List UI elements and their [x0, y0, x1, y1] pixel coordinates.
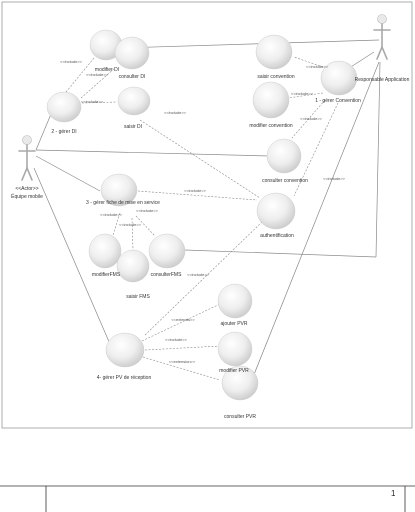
- label-authentification: authentification: [260, 233, 294, 239]
- label-gerer-di: 2 - gérer DI: [51, 129, 76, 135]
- use-case-gerer-convention[interactable]: [320, 60, 358, 96]
- relation-label: <<include>>: [164, 110, 187, 115]
- actor-name-equipe: Équipe mobile: [11, 193, 43, 200]
- relation-label: <<include>>: [187, 272, 210, 277]
- label-gerer-convention: 1 - gérer Convention: [315, 98, 361, 104]
- use-case-gerer-pv[interactable]: [105, 332, 145, 368]
- use-case-consulter-fms[interactable]: [148, 233, 186, 269]
- use-case-saisir-fms[interactable]: [116, 249, 150, 283]
- use-case-modifier-fms[interactable]: [88, 233, 122, 269]
- use-case-consulter-convention[interactable]: [266, 138, 302, 174]
- relation-label: <<extends>>: [171, 317, 195, 322]
- use-case-labels: modifier DI consulter DI 2 - gérer DI sa…: [51, 67, 361, 420]
- use-case-authentification[interactable]: [256, 192, 296, 230]
- footer-table: 1: [0, 485, 415, 512]
- relation-label: <<include>>: [184, 188, 207, 193]
- label-modifier-pvr: modifier PVR: [219, 368, 249, 374]
- label-saisir-di: saisir DI: [124, 124, 142, 130]
- label-consulter-pvr: consulter PVR: [224, 414, 256, 420]
- relation-label: <<include>>: [291, 91, 314, 96]
- label-saisir-convention: saisir convention: [257, 74, 294, 80]
- label-ajouter-pvr: ajouter PVR: [221, 321, 248, 327]
- relation-label: <<include>>: [136, 208, 159, 213]
- use-case-consulter-pvr[interactable]: [221, 365, 259, 401]
- use-case-modifier-pvr[interactable]: [217, 331, 253, 367]
- label-consulter-di: consulter DI: [119, 74, 146, 80]
- label-consulter-convention: consulter convention: [262, 178, 308, 184]
- label-saisir-fms: saisir FMS: [126, 294, 150, 300]
- use-case-ajouter-pvr[interactable]: [217, 283, 253, 319]
- use-case-ovals: [46, 29, 358, 401]
- relation-label: <<include>>: [165, 337, 188, 342]
- relation-label: <<include>>: [60, 59, 83, 64]
- label-consulter-fms: consulterFMS: [151, 272, 183, 278]
- use-case-modifier-convention[interactable]: [252, 81, 290, 119]
- use-case-gerer-di[interactable]: [46, 91, 82, 123]
- actor-name-responsable: Responsable Application: [355, 77, 410, 83]
- relation-label: <<extension>>: [169, 359, 196, 364]
- diagram-frame: [1, 1, 413, 429]
- relation-label: <<include>>: [100, 212, 123, 217]
- relation-label: <<include>>: [306, 64, 329, 69]
- label-gerer-pv: 4- gérer PV de réception: [97, 375, 152, 381]
- relation-label: <<include>>: [323, 176, 346, 181]
- label-gerer-fiche: 3 - gérer fiche de mise en service: [86, 200, 160, 206]
- label-modifier-fms: modifierFMS: [92, 272, 121, 278]
- label-modifier-convention: modifier convention: [249, 123, 293, 129]
- use-case-saisir-convention[interactable]: [255, 34, 293, 70]
- relation-label: <<include>>: [119, 222, 142, 227]
- page-number: 1: [391, 489, 396, 498]
- actor-stereotype: <<Actor>>: [15, 186, 38, 192]
- association-lines: [33, 39, 381, 398]
- dependency-lines: [65, 56, 344, 381]
- label-modifier-di: modifier DI: [95, 67, 119, 73]
- actor-head-icon: [22, 135, 32, 145]
- actor-head-icon: [377, 14, 387, 24]
- actor-responsable-application[interactable]: [373, 14, 391, 60]
- use-case-gerer-fiche[interactable]: [100, 173, 138, 207]
- relation-label: <<include>>: [300, 116, 323, 121]
- relation-label: <<include>>: [81, 99, 104, 104]
- relation-label: <<include>>: [86, 72, 109, 77]
- use-case-saisir-di[interactable]: [117, 86, 151, 116]
- actor-equipe-mobile[interactable]: [18, 135, 36, 181]
- use-case-consulter-di[interactable]: [114, 36, 150, 70]
- relation-labels: <<include>> <<include>> <<include>> <<in…: [60, 59, 346, 364]
